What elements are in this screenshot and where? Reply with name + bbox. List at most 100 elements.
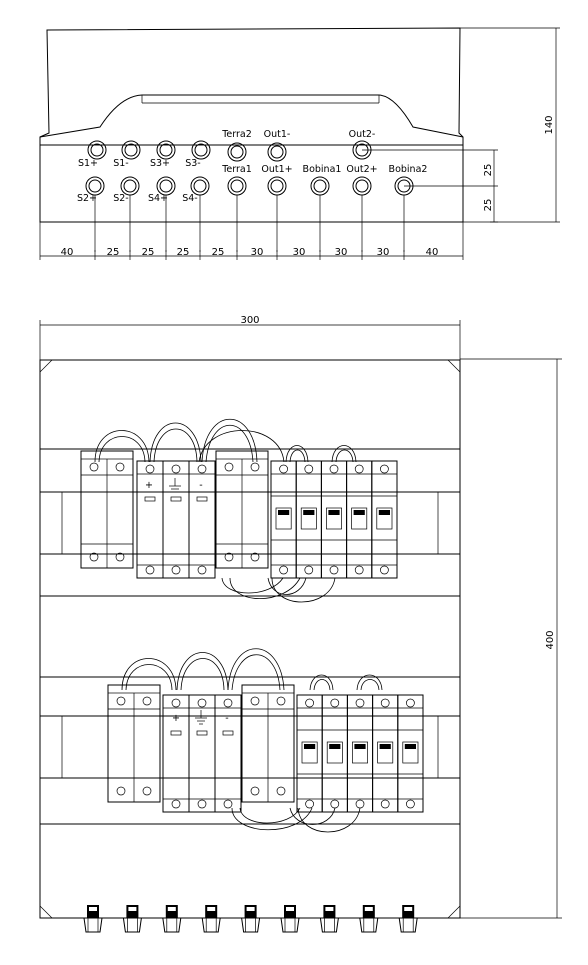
terminal-screw [329,565,339,575]
gland-terra2 [227,142,247,162]
terminal-screw [279,464,288,474]
breaker-lever [354,744,366,749]
gland-bobina1 [310,176,330,196]
terminal-screw [276,786,286,796]
gland-s3-minus [191,140,211,160]
module-body [372,694,399,813]
width-dim-5: 25 [212,247,225,258]
terminal-screw [197,799,207,809]
fuse-holder-row2-a [107,684,161,803]
gland-label: Out2- [349,129,376,140]
bottom-gland [83,905,103,933]
breaker-lever [303,510,315,515]
width-dimension: 300 [39,315,461,360]
module-body [397,694,424,813]
terminal-screw [145,565,155,575]
spd-minus-symbol: - [225,713,228,724]
ground-icon [195,710,207,725]
spd-minus-symbol: - [199,480,202,491]
terminal-screw [142,696,152,706]
width-dim-2: 25 [107,247,120,258]
row-pitch-dimensions: 25 25 [362,149,498,223]
terminal-screw [304,565,314,575]
spd-plus-symbol: + [145,480,153,491]
top-view: 140 25 25 40 25 25 25 25 30 30 30 30 40 [39,27,560,260]
terminal-screw [355,799,365,809]
gland-label: S4- [182,193,198,204]
terminal-screw [329,464,339,474]
gland-nut [323,905,336,918]
terminal-screw [116,696,126,706]
breaker-lever [379,744,391,749]
module-body [162,460,190,579]
breaker-lever [304,744,316,749]
breaker-row1-3 [320,460,348,579]
terminal-screw [171,698,181,708]
breaker-lever [278,510,290,515]
breaker-row1-4 [346,460,373,579]
terminal-screw [224,552,234,562]
indicator-slot [144,496,156,502]
terminal-screw [330,799,340,809]
terminal-screw [304,464,314,474]
terminal-screw [305,799,314,809]
gland-s1-plus [87,140,107,160]
terminal-screw [145,464,155,474]
row-pitch-dim-2: 25 [483,199,494,212]
gland-body [280,917,300,933]
breaker-row2-4 [372,694,399,813]
indicator-slot [196,730,208,736]
gland-s3-plus [156,140,176,160]
gland-label: S3+ [150,158,170,169]
terminal-screw [406,698,415,708]
width-dim-7: 30 [293,247,306,258]
bottom-gland [122,905,142,933]
front-width-dim-label: 300 [240,315,259,326]
breaker-toggle [402,741,419,764]
terminal-screw [380,799,390,809]
front-height-dim-label: 400 [545,630,556,649]
spd-module-minus-row2 [214,694,242,813]
bottom-gland [162,905,182,933]
width-dim-3: 25 [142,247,155,258]
gland-label: Terra1 [221,164,252,175]
module-body [214,694,242,813]
terminal-screw [380,698,390,708]
bottom-gland [201,905,221,933]
module-body [270,460,297,579]
gland-label: Out2+ [346,164,377,175]
terminal-screw [276,696,286,706]
gland-body [359,917,379,933]
gland-out2-plus [352,176,372,196]
din-devices [80,450,424,813]
breaker-row2-1 [296,694,323,813]
terminal-screw [224,462,234,472]
gland-body [241,917,261,933]
glands-row-2: S2+ S2- S4+ S4- Terra1 Out1+ Bobina1 Out… [77,164,427,204]
gland-highlight [286,907,294,911]
breaker-row2-3 [346,694,374,813]
gland-body [319,917,339,933]
terminal-screw [380,565,389,575]
breaker-toggle [275,507,292,530]
glands-row-1: S1+ S1- S3+ S3- Terra2 Out1- Out2- [78,129,375,169]
gland-terra1 [227,176,247,196]
module-body [136,460,164,579]
wiring [94,419,383,833]
terminal-screw [279,565,288,575]
spd-row1-symbols: + - [145,478,203,493]
bottom-gland [359,905,379,933]
breaker-row1-1 [270,460,297,579]
gland-s1-minus [121,140,141,160]
gland-highlight [404,907,413,911]
gland-label: S4+ [148,193,168,204]
width-dim-4: 25 [177,247,190,258]
din-rail-1 [39,448,461,597]
gland-label: Terra2 [221,129,252,140]
bottom-gland [280,905,300,933]
gland-highlight [207,907,216,911]
terminal-screw [89,552,99,562]
bottom-gland [398,905,418,933]
terminal-screw [250,786,260,796]
